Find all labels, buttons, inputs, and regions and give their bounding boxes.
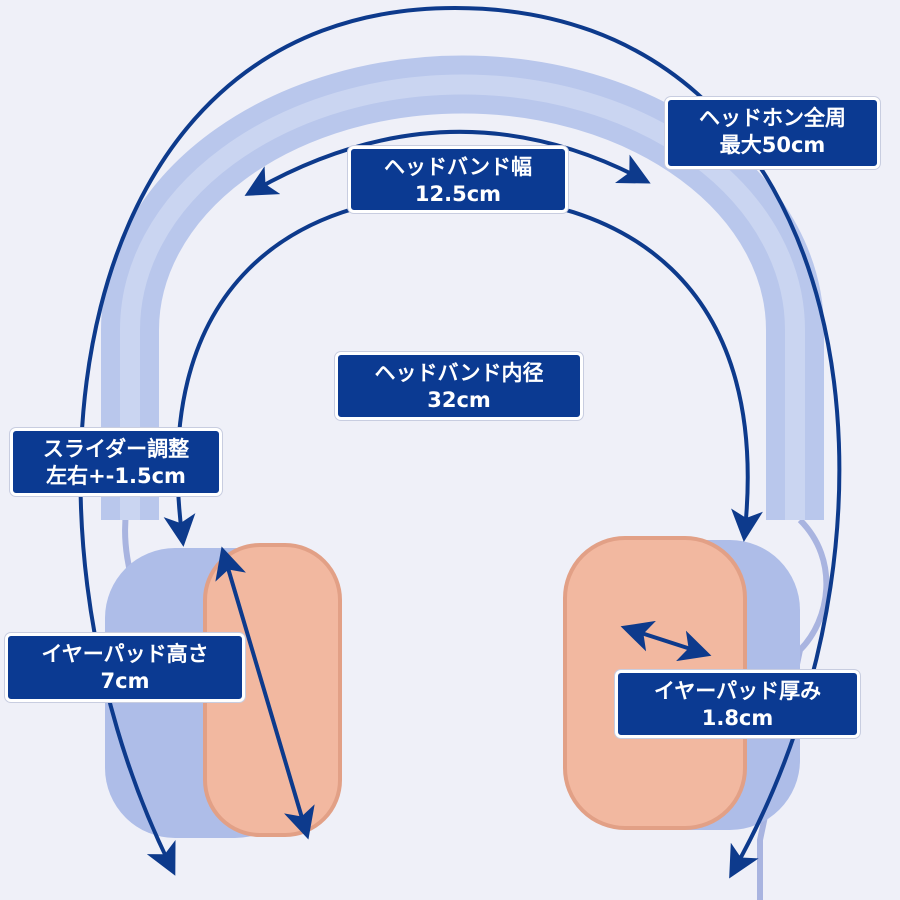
band-width-title: ヘッドバンド幅: [383, 155, 533, 179]
slider-label: スライダー調整 左右+-1.5cm: [10, 428, 222, 496]
pad-height-label: イヤーパッド高さ 7cm: [5, 633, 245, 702]
slider-value: 左右+-1.5cm: [46, 464, 186, 488]
inner-diameter-value: 32cm: [427, 388, 491, 412]
pad-height-value: 7cm: [100, 669, 150, 693]
band-width-arrow: [244, 129, 651, 196]
circumference-title: ヘッドホン全周: [699, 106, 846, 130]
band-width-label: ヘッドバンド幅 12.5cm: [348, 146, 568, 213]
pad-height-title: イヤーパッド高さ: [41, 642, 209, 666]
pad-thickness-arrow: [620, 620, 712, 662]
cable: [757, 517, 830, 900]
inner-diameter-label: ヘッドバンド内径 32cm: [335, 352, 583, 420]
pad-thickness-value: 1.8cm: [701, 706, 774, 730]
pad-height-arrow: [215, 546, 315, 840]
pad-thickness-title: イヤーパッド厚み: [653, 679, 822, 703]
circumference-label: ヘッドホン全周 最大50cm: [665, 97, 880, 169]
pad-thickness-label: イヤーパッド厚み 1.8cm: [615, 670, 860, 738]
circumference-value: 最大50cm: [719, 133, 826, 157]
inner-diameter-title: ヘッドバンド内径: [374, 361, 544, 385]
band-width-value: 12.5cm: [414, 182, 502, 206]
slider-title: スライダー調整: [42, 437, 190, 461]
